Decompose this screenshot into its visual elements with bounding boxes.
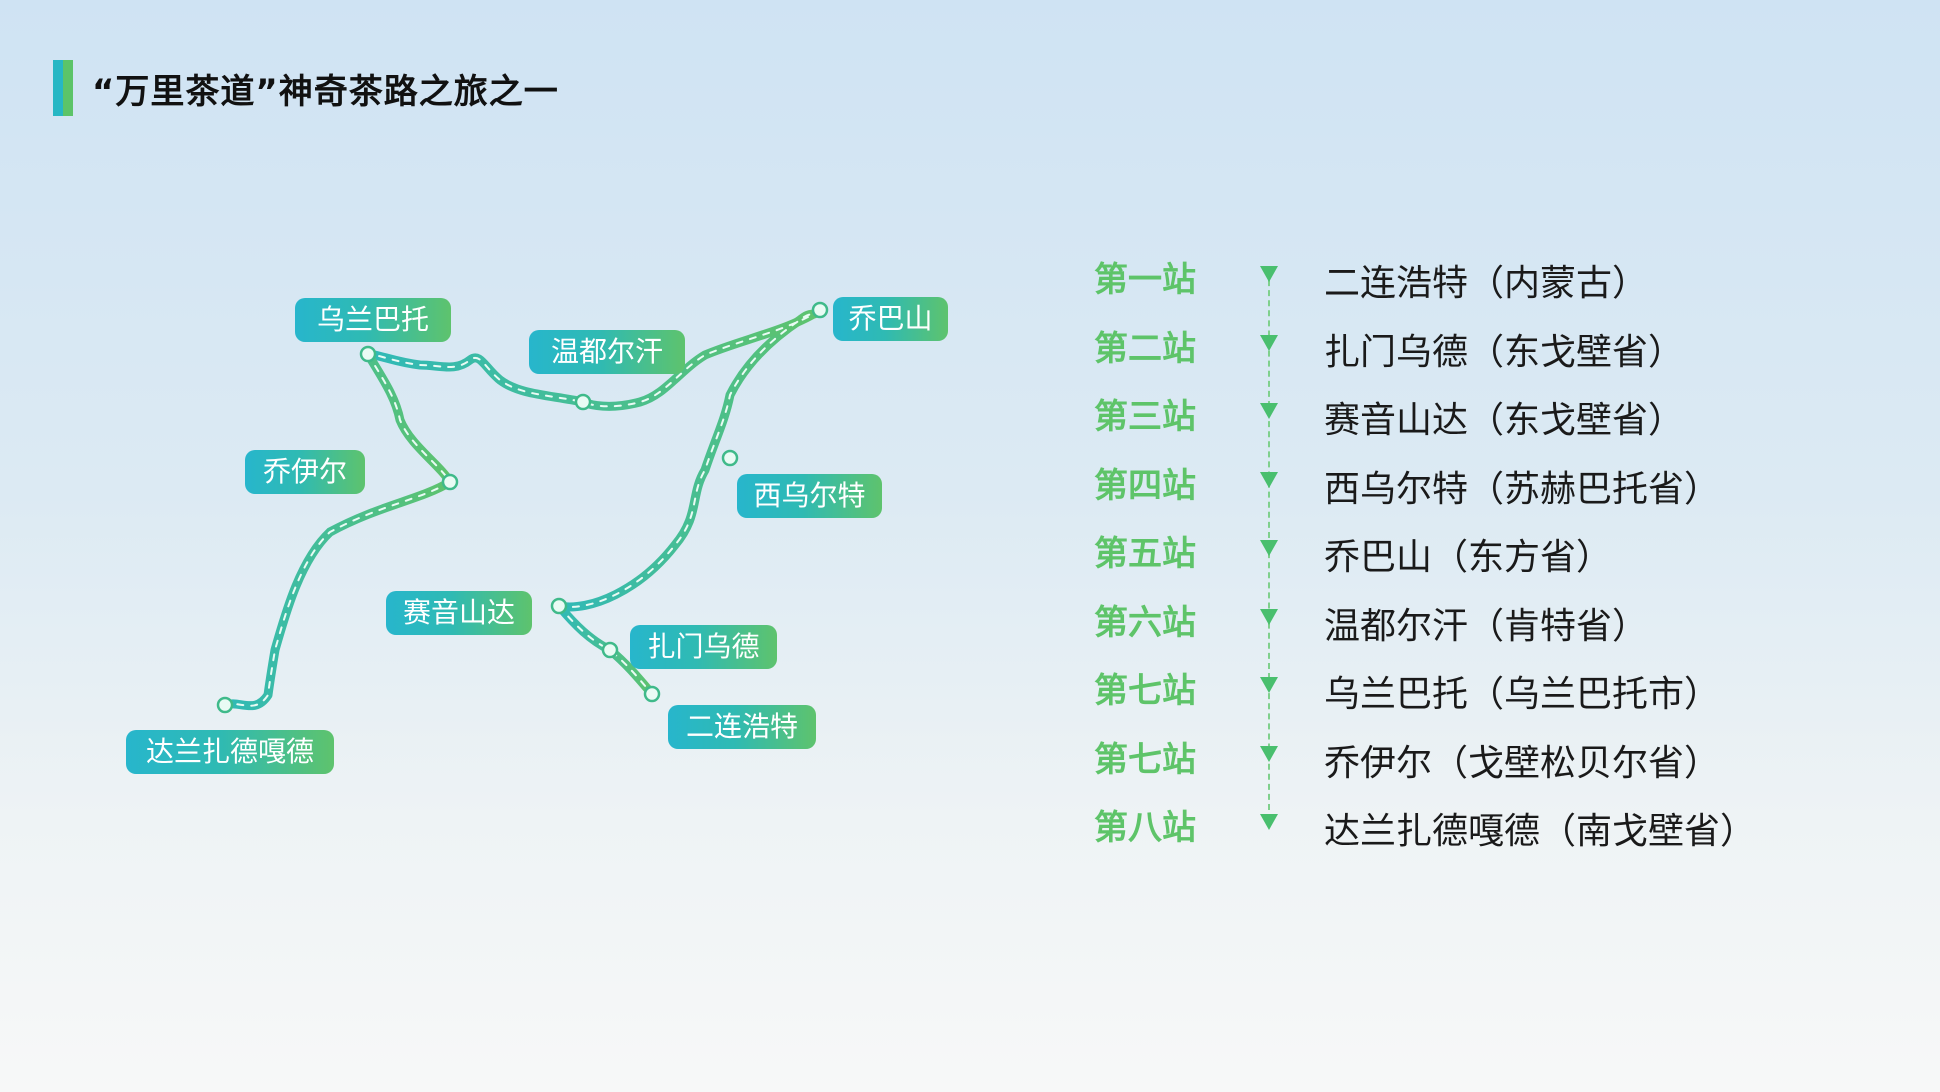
station-number: 第一站	[1094, 260, 1196, 300]
map-label-undurkhaan: 温都尔汗	[529, 330, 685, 374]
route-map	[216, 301, 829, 714]
title-accent-bar	[53, 60, 73, 116]
map-label-ulaanbaatar: 乌兰巴托	[295, 298, 451, 342]
marker-sainshand	[550, 597, 568, 615]
marker-zamiin-uud	[601, 641, 619, 659]
map-label-choir: 乔伊尔	[245, 450, 365, 494]
station-name: 赛音山达（东戈壁省）	[1324, 400, 1685, 441]
map-label-dalanzadgad: 达兰扎德嘎德	[126, 730, 334, 774]
route-path	[220, 305, 825, 711]
station-name: 温都尔汗（肯特省）	[1324, 605, 1649, 647]
station-number: 第四站	[1094, 465, 1196, 506]
station-name: 达兰扎德嘎德（南戈壁省）	[1324, 811, 1757, 852]
station-number: 第八站	[1094, 808, 1196, 848]
marker-baruun-urt	[721, 449, 739, 467]
marker-erenhot	[643, 685, 661, 703]
station-number: 第七站	[1094, 671, 1196, 711]
station-number: 第五站	[1094, 534, 1196, 574]
down-arrow-icon	[1260, 403, 1278, 419]
station-number: 第三站	[1094, 397, 1196, 437]
station-name: 二连浩特（内蒙古）	[1324, 263, 1649, 304]
station-number: 第七站	[1094, 739, 1196, 780]
down-arrow-icon	[1260, 334, 1278, 351]
map-label-choibalsan: 乔巴山	[833, 297, 948, 341]
down-arrow-icon	[1260, 471, 1278, 488]
down-arrow-icon	[1260, 814, 1278, 830]
station-number: 第二站	[1094, 328, 1196, 369]
marker-ulaanbaatar	[359, 345, 377, 363]
down-arrow-icon	[1260, 677, 1278, 693]
down-arrow-icon	[1260, 266, 1278, 282]
station-number: 第六站	[1094, 602, 1196, 643]
station-name: 扎门乌德（东戈壁省）	[1324, 331, 1685, 373]
marker-choir	[441, 473, 459, 491]
page-title: “万里茶道”神奇茶路之旅之一	[92, 72, 559, 112]
marker-dalanzadgad	[216, 696, 234, 714]
station-name: 西乌尔特（苏赫巴托省）	[1324, 468, 1721, 510]
station-markers	[216, 301, 829, 714]
station-name: 乌兰巴托（乌兰巴托市）	[1324, 674, 1721, 715]
down-arrow-icon	[1260, 608, 1278, 625]
map-label-erenhot: 二连浩特	[668, 705, 816, 749]
marker-undurkhaan	[574, 393, 592, 411]
map-label-sainshand: 赛音山达	[386, 591, 532, 635]
map-label-zamiin-uud: 扎门乌德	[630, 625, 777, 669]
station-name: 乔巴山（东方省）	[1324, 537, 1613, 578]
marker-choibalsan	[811, 301, 829, 319]
down-arrow-icon	[1260, 745, 1278, 762]
map-label-baruun-urt: 西乌尔特	[737, 474, 882, 518]
station-name: 乔伊尔（戈壁松贝尔省）	[1324, 742, 1721, 784]
down-arrow-icon	[1260, 540, 1278, 556]
